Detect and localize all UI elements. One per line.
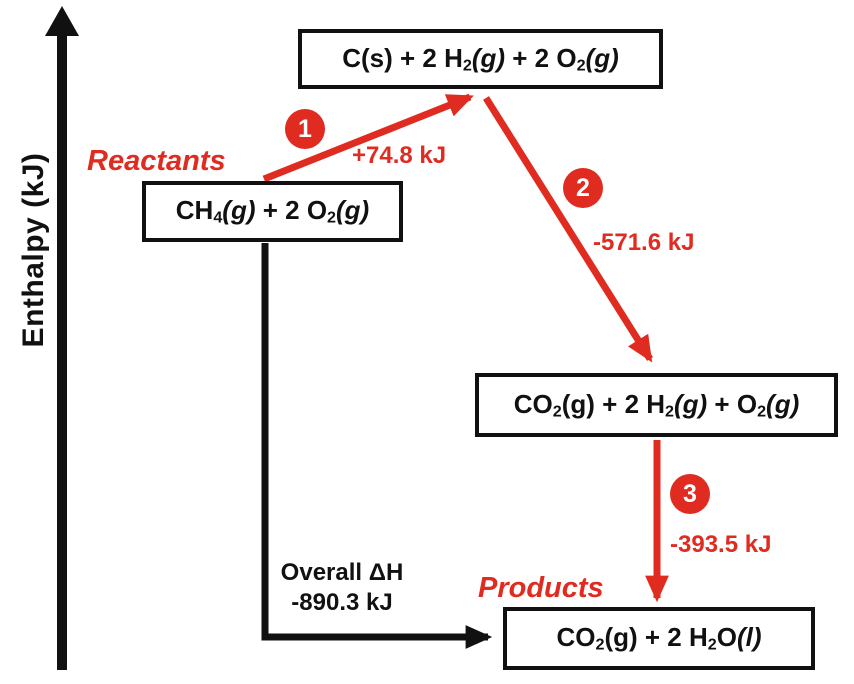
reactants-box: CH4(g) + 2 O2(g) xyxy=(142,181,403,242)
reactants-label: Reactants xyxy=(87,145,226,177)
intermediate-state-box: CO2(g) + 2 H2(g) + O2(g) xyxy=(475,373,838,437)
overall-enthalpy-label: Overall ΔH -890.3 kJ xyxy=(272,558,412,618)
products-label: Products xyxy=(478,572,604,604)
overall-enthalpy-value: -890.3 kJ xyxy=(291,589,393,616)
elements-state-box: C(s) + 2 H2(g) + 2 O2(g) xyxy=(298,29,663,89)
step1-arrow xyxy=(262,93,474,183)
step1-energy-label: +74.8 kJ xyxy=(352,142,447,169)
step3-badge: 3 xyxy=(670,474,710,514)
step1-badge: 1 xyxy=(285,109,325,149)
overall-reaction-arrow xyxy=(261,243,493,649)
enthalpy-axis-label: Enthalpy (kJ) xyxy=(17,152,50,348)
products-formula: CO2(g) + 2 H2O(l) xyxy=(556,622,762,654)
overall-enthalpy-title: Overall ΔH xyxy=(280,559,404,586)
products-box: CO2(g) + 2 H2O(l) xyxy=(503,607,815,670)
step2-arrow xyxy=(483,96,653,363)
intermediate-state-formula: CO2(g) + 2 H2(g) + O2(g) xyxy=(513,388,800,421)
reactants-formula: CH4(g) + 2 O2(g) xyxy=(175,195,370,227)
step2-badge: 2 xyxy=(563,168,603,208)
step2-energy-label: -571.6 kJ xyxy=(593,229,695,256)
step3-energy-label: -393.5 kJ xyxy=(670,531,772,558)
enthalpy-axis-arrowhead xyxy=(45,6,79,36)
elements-state-formula: C(s) + 2 H2(g) + 2 O2(g) xyxy=(342,42,619,75)
